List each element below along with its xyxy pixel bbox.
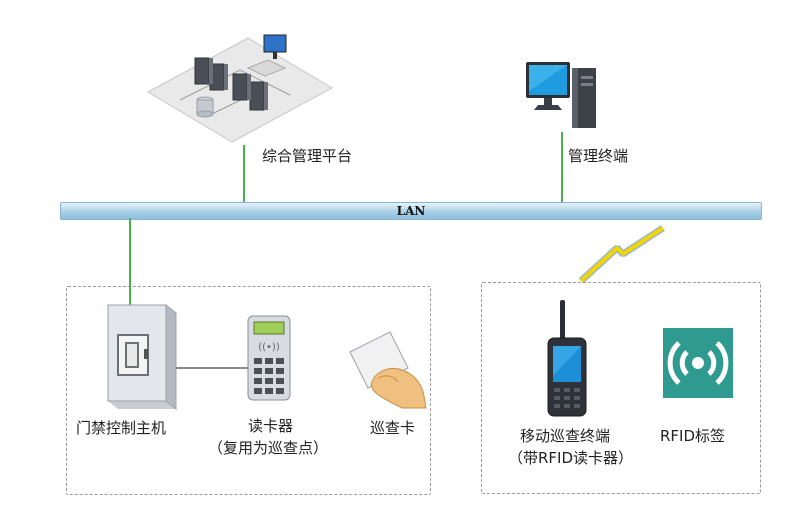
rfid-tag-label: RFID标签 <box>660 427 726 445</box>
controller-link <box>129 218 131 306</box>
door-controller-box-icon <box>107 303 177 411</box>
svg-text:((•)): ((•)) <box>258 342 280 353</box>
lan-label: LAN <box>396 204 426 218</box>
terminal-label: 管理终端 <box>568 147 629 165</box>
lan-bus: LAN <box>60 202 762 220</box>
wireless-signal-icon <box>578 225 665 284</box>
rfid-signal-icon <box>663 328 733 398</box>
mobile-terminal-label-1: 移动巡查终端 <box>520 427 611 445</box>
patrol-card-label: 巡查卡 <box>370 419 416 437</box>
card-reader-label-2: （复用为巡查点） <box>208 439 329 457</box>
controller-reader-link <box>176 367 252 369</box>
access-control-group <box>66 286 431 495</box>
desktop-computer-icon <box>526 62 596 128</box>
server-room-icon <box>146 34 334 143</box>
card-reader-label-1: 读卡器 <box>248 417 294 435</box>
mobile-terminal-label-2: （带RFID读卡器） <box>508 449 634 467</box>
mobile-patrol-group <box>481 282 761 494</box>
door-controller-label: 门禁控制主机 <box>76 419 167 437</box>
platform-link <box>243 145 245 203</box>
keypad-reader-icon: ((•)) <box>247 315 291 401</box>
hand-card-icon <box>349 331 427 409</box>
handheld-terminal-icon <box>547 300 587 417</box>
platform-label: 综合管理平台 <box>262 147 353 165</box>
terminal-link <box>561 132 563 203</box>
